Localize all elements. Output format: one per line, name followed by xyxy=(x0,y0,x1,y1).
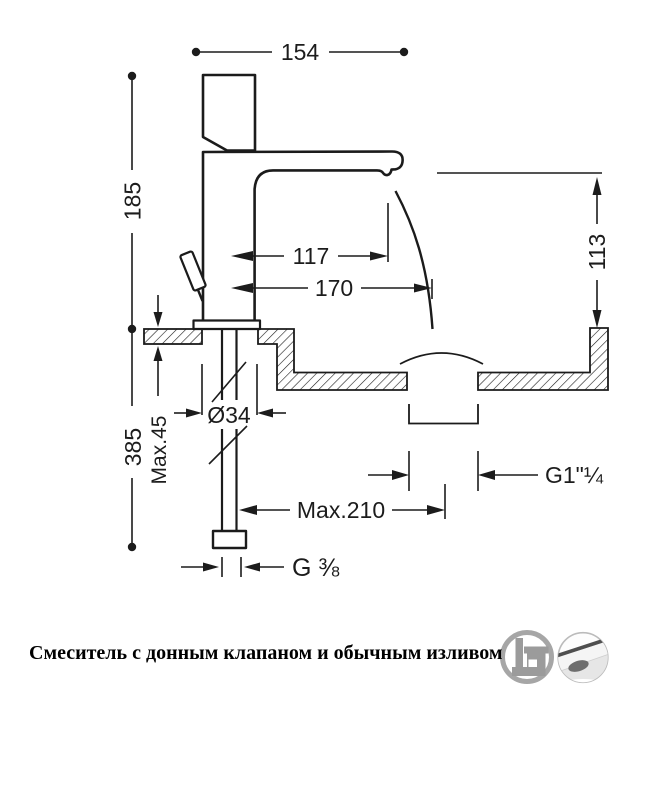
base-plate xyxy=(192,319,262,331)
dim-hole-diameter: Ø34 xyxy=(174,361,286,465)
dim-total-width-label: 154 xyxy=(281,39,320,65)
counter-slab-left xyxy=(143,328,203,345)
product-caption: Смеситель с донным клапаном и обычным из… xyxy=(29,642,503,664)
supply-rod xyxy=(220,329,238,531)
dim-drain-rod-label: Max.210 xyxy=(297,497,385,523)
drain-lever xyxy=(179,250,207,302)
dim-height-below-label: 385 xyxy=(120,428,146,466)
dim-spout-height: 113 xyxy=(437,172,610,328)
dim-spout-height-label: 113 xyxy=(584,234,610,271)
dim-drain-thread-label: G1"¼ xyxy=(545,462,604,488)
dim-height-above-deck-label: 185 xyxy=(120,182,146,220)
drain-flange-bracket xyxy=(408,404,479,425)
dim-total-width: 154 xyxy=(191,39,409,65)
dim-stream-reach-label: 170 xyxy=(315,275,353,301)
mixer-pictogram-badge xyxy=(500,630,554,684)
dim-height-below: 385 xyxy=(120,333,146,552)
basin-mixer-icon xyxy=(512,638,549,676)
counter-cross-section xyxy=(143,327,609,391)
dim-supply-thread-label: G ⅜ xyxy=(292,554,339,582)
faucet-body-spout xyxy=(201,150,404,323)
dim-aerator-reach: 117 xyxy=(231,203,389,269)
sink-right-wall-section xyxy=(477,327,609,391)
dim-hole-diameter-label: Ø34 xyxy=(207,402,251,428)
faucet-outline xyxy=(179,73,404,550)
dim-deck-thickness-label: Max.45 xyxy=(148,416,171,485)
spout-photo-badge xyxy=(557,631,609,684)
water-stream-curve xyxy=(394,190,434,330)
dim-drain-thread: G1"¼ xyxy=(368,451,604,491)
dim-height-above-deck: 185 xyxy=(120,71,146,334)
dim-aerator-reach-label: 117 xyxy=(293,243,330,269)
dim-supply-thread: G ⅜ xyxy=(181,554,339,582)
supply-rod-foot xyxy=(211,529,248,550)
dim-stream-reach: 170 xyxy=(231,275,433,301)
dim-deck-thickness: Max.45 xyxy=(148,295,171,484)
dim-drain-rod: Max.210 xyxy=(239,484,446,523)
drain-water-dome-arc xyxy=(399,352,484,365)
sink-step-section xyxy=(257,328,408,391)
faucet-handle xyxy=(201,73,257,152)
